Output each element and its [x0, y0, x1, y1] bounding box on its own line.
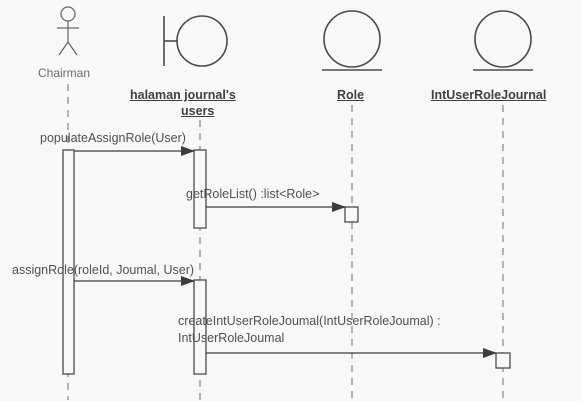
- lifeline-name-intuserrolejournal: IntUserRoleJournal: [431, 88, 547, 102]
- activation-chairman: [62, 149, 75, 375]
- message-label-assignrole: assignRole(roleId, Joumal, User): [12, 263, 195, 277]
- lifeline-name-halaman-line2: users: [181, 104, 215, 118]
- activation-halaman-1: [193, 149, 207, 229]
- activation-halaman-2: [193, 279, 207, 375]
- entity-intuserrolejournal-icon: [473, 10, 533, 71]
- message-label-createintuserrolejournal-line1: createIntUserRoleJoumal(IntUserRoleJouma…: [178, 314, 441, 328]
- boundary-icon: [163, 15, 228, 67]
- entity-role-icon: [322, 10, 382, 71]
- lifeline-name-halaman-line1: halaman journal's: [130, 88, 236, 102]
- activation-intuserrolejournal: [495, 352, 511, 369]
- activation-role: [344, 206, 359, 223]
- actor-chairman-icon: [57, 6, 79, 56]
- message-label-populateassignrole: populateAssignRole(User): [40, 131, 186, 145]
- lifeline-name-role: Role: [337, 88, 365, 102]
- actor-name-label: Chairman: [38, 66, 91, 80]
- message-label-createintuserrolejournal-line2: IntUserRoleJoumal: [178, 331, 285, 345]
- message-label-getrolelist: getRoleList() :list<Role>: [186, 187, 320, 201]
